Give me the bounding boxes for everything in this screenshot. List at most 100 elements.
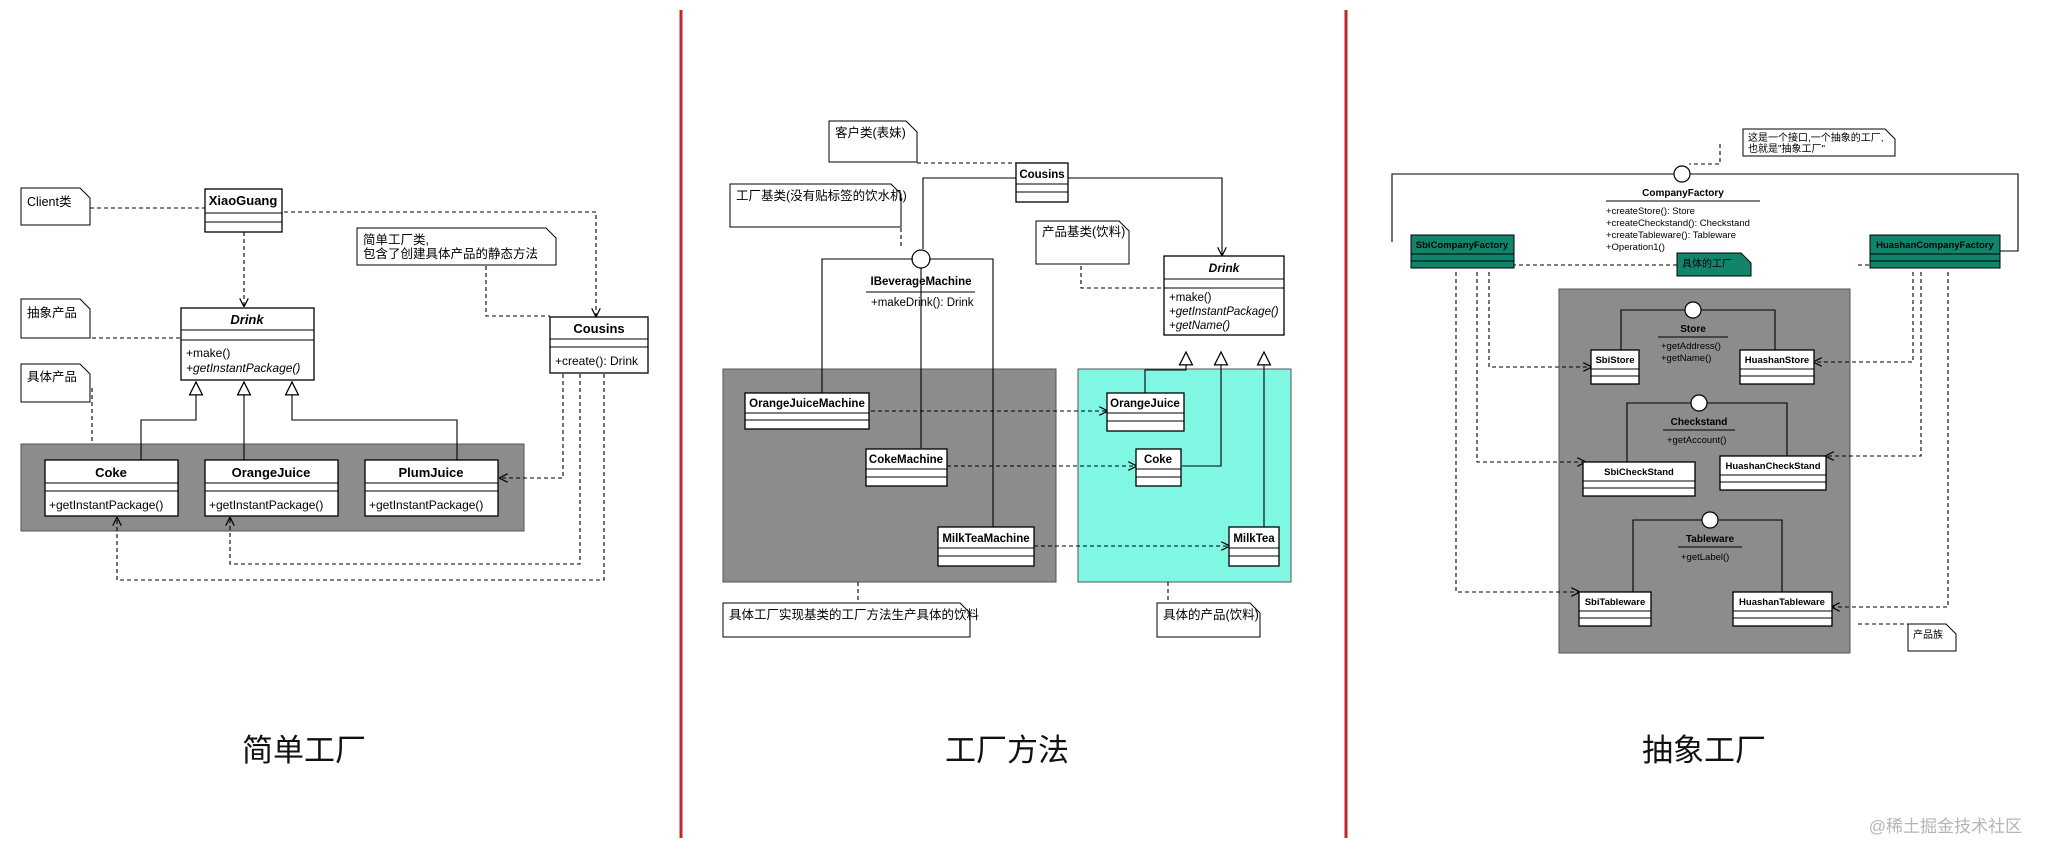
caption-abstract-factory: 抽象工厂 bbox=[1642, 733, 1766, 768]
interface-checkstand: Checkstand +getAccount() bbox=[1663, 417, 1735, 446]
class-orangejuice-op: +getInstantPackage() bbox=[209, 498, 323, 512]
interface-companyfactory-name: CompanyFactory bbox=[1642, 188, 1724, 199]
class-plumjuice-op: +getInstantPackage() bbox=[369, 498, 483, 512]
interface-checkstand-op-account: +getAccount() bbox=[1667, 435, 1726, 446]
class-coke-op: +getInstantPackage() bbox=[49, 498, 163, 512]
class-sbitableware-name: SbiTableware bbox=[1585, 597, 1646, 608]
class-orangejuice-name: OrangeJuice bbox=[232, 465, 311, 480]
note-client-cousin-text: 客户类(表妹) bbox=[835, 125, 906, 140]
class-cousins-op-create: +create(): Drink bbox=[555, 354, 639, 368]
class-huashantableware: HuashanTableware bbox=[1732, 591, 1833, 627]
interface-companyfactory-op-tableware: +createTableware(): Tableware bbox=[1606, 230, 1736, 241]
class-milktea-fm: MilkTea bbox=[1228, 526, 1280, 567]
class-coke-name: Coke bbox=[95, 465, 127, 480]
interface-companyfactory: CompanyFactory +createStore(): Store +cr… bbox=[1606, 188, 1760, 253]
class-milkteamachine-name: MilkTeaMachine bbox=[942, 533, 1029, 545]
note-product-base: 产品基类(饮料) bbox=[1035, 220, 1130, 265]
tableware-interface-circle bbox=[1701, 511, 1719, 529]
note-concrete-factory-teal: 具体的工厂 bbox=[1676, 252, 1752, 277]
class-sbicompanyfactory-name: SbiCompanyFactory bbox=[1416, 240, 1509, 251]
class-drink-fm-op-getname: +getName() bbox=[1169, 320, 1230, 332]
class-sbicheckstand-name: SbiCheckStand bbox=[1604, 467, 1674, 478]
class-orangejuicemachine: OrangeJuiceMachine bbox=[744, 392, 870, 430]
class-drink-fm-op-package: +getInstantPackage() bbox=[1169, 306, 1279, 318]
class-milkteamachine: MilkTeaMachine bbox=[937, 526, 1035, 567]
checkstand-interface-circle bbox=[1690, 394, 1708, 412]
interface-checkstand-name: Checkstand bbox=[1671, 417, 1728, 428]
class-orangejuice: OrangeJuice +getInstantPackage() bbox=[204, 459, 339, 517]
caption-factory-method: 工厂方法 bbox=[945, 733, 1069, 768]
interface-ibeveragemachine-op: +makeDrink(): Drink bbox=[871, 297, 974, 309]
class-sbistore: SbiStore bbox=[1590, 349, 1640, 385]
note-product-family-text: 产品族 bbox=[1913, 628, 1943, 641]
panel-abstract-factory: 这是一个接口,一个抽象的工厂, 也就是"抽象工厂" 具体的工厂 产品族 Comp… bbox=[1391, 128, 2019, 768]
class-sbicheckstand: SbiCheckStand bbox=[1582, 461, 1696, 497]
class-plumjuice-name: PlumJuice bbox=[398, 465, 463, 480]
interface-companyfactory-op-operation1: +Operation1() bbox=[1606, 242, 1665, 253]
note-client-text: Client类 bbox=[27, 195, 72, 209]
class-plumjuice: PlumJuice +getInstantPackage() bbox=[364, 459, 499, 517]
note-interface: 这是一个接口,一个抽象的工厂, 也就是"抽象工厂" bbox=[1742, 128, 1896, 157]
interface-companyfactory-op-store: +createStore(): Store bbox=[1606, 206, 1695, 217]
class-huashanstore-name: HuashanStore bbox=[1745, 355, 1809, 366]
class-orangejuicemachine-name: OrangeJuiceMachine bbox=[749, 398, 865, 410]
class-cousins-fm-name: Cousins bbox=[1019, 169, 1064, 181]
note-concrete-product-drink-text: 具体的产品(饮料) bbox=[1163, 607, 1259, 622]
class-coke-fm-name: Coke bbox=[1144, 454, 1172, 466]
note-simple-factory-line2: 包含了创建具体产品的静态方法 bbox=[363, 246, 538, 261]
note-client-cousin: 客户类(表妹) bbox=[828, 120, 918, 163]
interface-store-name: Store bbox=[1680, 324, 1706, 335]
note-concrete-product-drink: 具体的产品(饮料) bbox=[1156, 602, 1261, 638]
interface-ibeveragemachine-name: IBeverageMachine bbox=[871, 276, 972, 288]
class-coke-fm: Coke bbox=[1135, 448, 1182, 487]
class-drink: Drink +make() +getInstantPackage() bbox=[180, 307, 315, 381]
class-huashantableware-name: HuashanTableware bbox=[1739, 597, 1825, 608]
interface-store-op-name: +getName() bbox=[1661, 353, 1711, 364]
class-huashancheckstand: HuashanCheckStand bbox=[1719, 455, 1827, 491]
note-interface-line1: 这是一个接口,一个抽象的工厂, bbox=[1748, 131, 1884, 144]
class-huashanstore: HuashanStore bbox=[1739, 349, 1815, 385]
class-drink-fm-name: Drink bbox=[1209, 261, 1241, 275]
note-concrete-product: 具体产品 bbox=[20, 363, 91, 403]
class-xiaoguang-name: XiaoGuang bbox=[209, 193, 278, 208]
class-sbistore-name: SbiStore bbox=[1595, 355, 1634, 366]
store-interface-circle bbox=[1684, 301, 1702, 319]
class-sbicompanyfactory: SbiCompanyFactory bbox=[1410, 234, 1515, 269]
interface-companyfactory-op-checkstand: +createCheckstand(): Checkstand bbox=[1606, 218, 1750, 229]
class-cousins: Cousins +create(): Drink bbox=[549, 316, 649, 374]
class-huashancheckstand-name: HuashanCheckStand bbox=[1725, 461, 1820, 472]
class-orangejuice-fm-name: OrangeJuice bbox=[1110, 398, 1180, 410]
interface-tableware-op-label: +getLabel() bbox=[1681, 552, 1729, 563]
class-cokemachine: CokeMachine bbox=[865, 448, 948, 487]
interface-store: Store +getAddress() +getName() bbox=[1658, 324, 1728, 364]
note-concrete-product-text: 具体产品 bbox=[27, 370, 77, 384]
note-factory-base: 工厂基类(没有贴标签的饮水机) bbox=[729, 183, 907, 228]
class-drink-op-make: +make() bbox=[186, 346, 230, 360]
note-concrete-factory-text: 具体工厂实现基类的工厂方法生产具体的饮料 bbox=[729, 607, 980, 622]
class-orangejuice-fm: OrangeJuice bbox=[1106, 392, 1185, 432]
caption-simple-factory: 简单工厂 bbox=[242, 733, 366, 768]
class-xiaoguang: XiaoGuang bbox=[204, 188, 283, 233]
ibeverage-interface-circle bbox=[911, 249, 931, 269]
note-product-base-text: 产品基类(饮料) bbox=[1042, 225, 1125, 239]
class-drink-fm-op-make: +make() bbox=[1169, 292, 1212, 304]
note-simple-factory: 简单工厂类, 包含了创建具体产品的静态方法 bbox=[356, 227, 557, 266]
watermark: @稀土掘金技术社区 bbox=[1869, 817, 2022, 836]
class-huashancompanyfactory-name: HuashanCompanyFactory bbox=[1876, 240, 1994, 251]
note-abstract-product: 抽象产品 bbox=[20, 298, 91, 339]
class-milktea-fm-name: MilkTea bbox=[1233, 533, 1275, 545]
panel-factory-method: 客户类(表妹) 工厂基类(没有贴标签的饮水机) 产品基类(饮料) 具体工厂实现基… bbox=[722, 120, 1292, 768]
class-sbitableware: SbiTableware bbox=[1578, 591, 1652, 627]
interface-tableware-name: Tableware bbox=[1686, 534, 1735, 545]
note-concrete-factory-teal-text: 具体的工厂 bbox=[1682, 257, 1732, 270]
note-abstract-product-text: 抽象产品 bbox=[27, 306, 77, 320]
interface-ibeveragemachine: IBeverageMachine +makeDrink(): Drink bbox=[866, 276, 975, 309]
companyfactory-interface-circle bbox=[1673, 165, 1691, 183]
class-cokemachine-name: CokeMachine bbox=[869, 454, 943, 466]
class-coke: Coke +getInstantPackage() bbox=[44, 459, 179, 517]
class-huashancompanyfactory: HuashanCompanyFactory bbox=[1869, 234, 2001, 269]
class-cousins-fm: Cousins bbox=[1015, 162, 1069, 203]
note-simple-factory-line1: 简单工厂类, bbox=[363, 233, 429, 247]
note-client: Client类 bbox=[20, 187, 91, 226]
